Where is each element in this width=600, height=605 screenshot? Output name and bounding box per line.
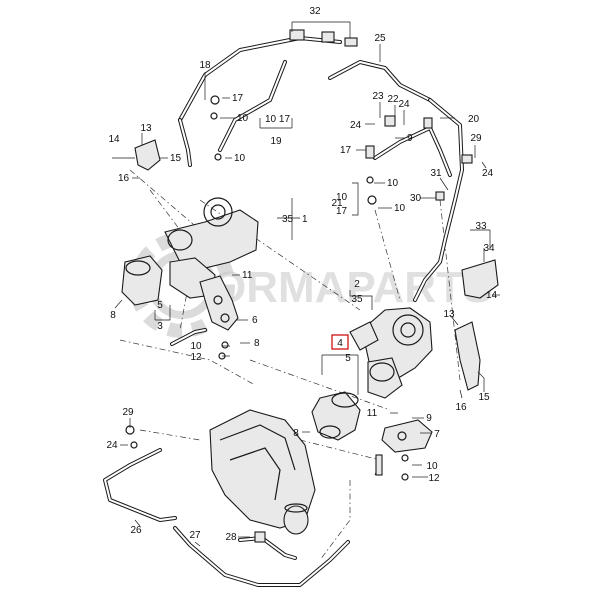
oil-line-small	[170, 328, 207, 346]
callout-18: 18	[199, 60, 211, 71]
callout-24-d: 24	[106, 440, 118, 451]
bracket-34	[461, 259, 499, 299]
coolant-lines-bottom	[103, 448, 350, 587]
callout-17-b: 17	[340, 145, 352, 156]
intake-elbow-main	[311, 391, 361, 441]
callout-10-17: 10 17	[265, 114, 290, 125]
callout-15-b: 15	[478, 392, 490, 403]
callout-14: 14	[108, 134, 120, 145]
callout-8-c: 8	[293, 428, 299, 439]
highlight-box-part-4	[331, 334, 349, 350]
callout-11: 11	[242, 270, 253, 281]
callout-10-f: 10	[190, 341, 202, 352]
heat-shield-13-right	[454, 321, 481, 391]
leader-lines	[114, 21, 500, 547]
callout-12-b: 12	[428, 473, 440, 484]
callout-10-g: 10	[426, 461, 438, 472]
callout-12: 12	[190, 352, 202, 363]
callout-10-d: 10	[336, 192, 348, 203]
callout-13-b: 13	[443, 309, 455, 320]
callout-8-b: 8	[254, 338, 260, 349]
watermark-text: ORMAPARTS	[212, 263, 492, 312]
callout-10-c: 10	[387, 178, 399, 189]
callout-1: 1	[302, 214, 308, 225]
callout-30: 30	[410, 193, 422, 204]
callout-16-b: 16	[455, 402, 467, 413]
callout-9: 9	[407, 133, 413, 144]
callout-24-c: 24	[482, 168, 494, 179]
callout-33: 33	[475, 221, 487, 232]
callout-21: 21	[331, 198, 343, 209]
callout-35-b: 35	[351, 294, 363, 305]
callout-25: 25	[374, 33, 386, 44]
callout-14-b: 14	[486, 290, 498, 301]
callout-10: 10	[237, 113, 249, 124]
callout-10-e: 10	[394, 203, 406, 214]
intake-elbow-left	[121, 255, 163, 306]
callout-32: 32	[309, 6, 321, 17]
support-bracket-7	[381, 419, 433, 453]
callout-13: 13	[140, 123, 152, 134]
callout-5: 5	[157, 300, 163, 311]
callout-20: 20	[468, 114, 480, 125]
callout-34: 34	[483, 243, 495, 254]
callout-4: 4	[337, 338, 343, 349]
callout-35: 35	[282, 214, 294, 225]
callout-8: 8	[110, 310, 116, 321]
callout-29: 29	[470, 133, 482, 144]
callout-9-b: 9	[426, 413, 432, 424]
callout-22: 22	[387, 94, 399, 105]
callout-27: 27	[189, 530, 201, 541]
callout-24-a: 24	[398, 99, 410, 110]
callout-5-b: 5	[345, 353, 351, 364]
callout-31: 31	[430, 168, 442, 179]
callout-labels: 32 25 18 17 10 10 17 19 14 13 15 16 10 2…	[106, 6, 497, 543]
callout-3: 3	[157, 321, 163, 332]
callout-15: 15	[170, 153, 182, 164]
callout-17-c: 17	[336, 206, 348, 217]
callout-28: 28	[225, 532, 237, 543]
callout-6: 6	[252, 315, 258, 326]
callout-17: 17	[232, 93, 244, 104]
heat-shield-bracket-13	[112, 139, 161, 171]
banjo-fittings-top	[210, 29, 473, 205]
callout-24-b: 24	[350, 120, 362, 131]
engine-block	[209, 409, 316, 535]
callout-29-b: 29	[122, 407, 134, 418]
turbocharger-main	[349, 307, 433, 399]
bracket-left	[199, 275, 239, 331]
callout-2: 2	[354, 279, 360, 290]
callout-19: 19	[270, 136, 282, 147]
callout-16: 16	[118, 173, 130, 184]
callout-23: 23	[372, 91, 384, 102]
studs-and-bolts	[125, 341, 409, 481]
callout-11-b: 11	[367, 408, 378, 419]
callout-26: 26	[130, 525, 142, 536]
callout-7: 7	[434, 429, 440, 440]
callout-10-b: 10	[234, 153, 246, 164]
